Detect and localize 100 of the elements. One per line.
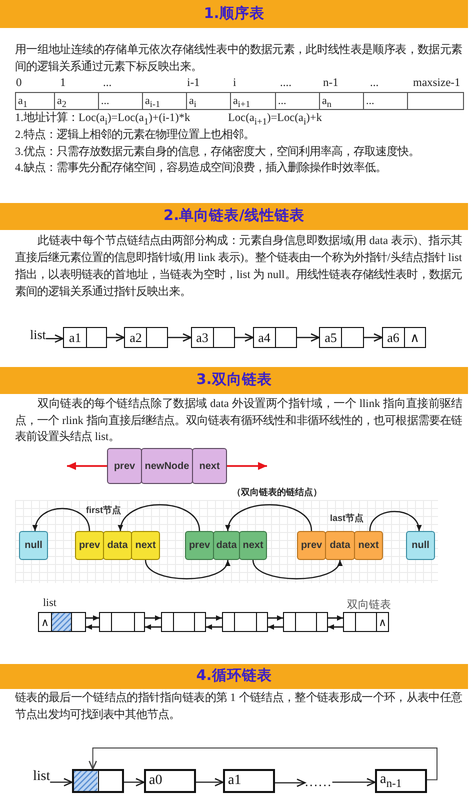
arrow [364, 333, 383, 342]
node-text: ∧ [410, 330, 420, 346]
node-text: a$_{n-1}$ [380, 772, 402, 790]
node-text: ∧ [40, 616, 49, 628]
arrow [297, 333, 320, 342]
table-cell: a$_{i-1}$ [142, 92, 187, 110]
arrow [275, 778, 306, 788]
caption: （双向链表的链结点） [232, 487, 322, 499]
index-label: n-1 [323, 76, 338, 90]
node-caption: last节点 [330, 513, 364, 524]
index-label: i [233, 76, 236, 90]
arrow [206, 615, 222, 621]
curved-arrow [118, 504, 200, 532]
arrow [50, 778, 73, 786]
arrow [227, 462, 267, 470]
arrow [145, 615, 161, 621]
field-box: next [354, 531, 383, 560]
arrow [168, 333, 192, 342]
list-node [382, 327, 426, 348]
table-cell: a$_{n}$ [319, 92, 364, 110]
list-node [72, 769, 124, 793]
node-text: a4 [258, 330, 270, 346]
note-line: 1.地址计算：Loc(a$_{i}$)=Loc(a$_{1}$)+(i-1)*k [15, 111, 190, 128]
arrow [328, 615, 343, 621]
field-box: prev [297, 531, 326, 560]
index-label: 1 [60, 76, 66, 90]
field-box: next [192, 448, 227, 484]
table-cell: a$_{2}$ [54, 92, 99, 110]
table-cell: ... [275, 92, 320, 110]
paragraph: 链表的最后一个链结点的指针指向链表的第 1 个链结点，整个链表形成一个环，从表中任意节点出发均可找到表中其他节点。 [15, 690, 462, 723]
loop-arrow [88, 748, 438, 780]
node-text: a1 [69, 330, 82, 346]
field-box: prev [185, 531, 214, 560]
arrow [86, 615, 99, 621]
arrow [235, 333, 254, 342]
field-box: newNode [141, 448, 193, 484]
arrow [46, 334, 64, 343]
list-node [191, 327, 235, 348]
node-text: a1 [228, 773, 242, 789]
paragraph: 用一组地址连续的存储单元依次存储线性表中的数据元素，此时线性表是顺序表，数据元素间的逻辑关系通过元素下标反映出来。 [15, 42, 462, 75]
arrow [268, 624, 283, 630]
node-text: a0 [149, 773, 162, 789]
list-node [375, 769, 427, 793]
curved-arrow [33, 508, 90, 532]
table-cell: a$_{1}$ [15, 92, 55, 110]
note-line: 4.缺点：需事先分配存储空间，容易造成空间浪费，插入删除操作时效率低。 [15, 161, 386, 176]
section-header: 1.顺序表 [0, 0, 468, 28]
list-node [343, 612, 389, 632]
list-node [144, 769, 196, 793]
paragraph: 此链表中每个节点链结点由两部分构成：元素自身信息即数据域(用 data 表示)、指示其直接后继元素位置的信息即指针域(用 link 表示)。整个链表由一个称为外指针/头结点指针 list 指出，以表明链表的首地址，当链表为空时，list 为 null。用线性链表存储线性表时，数据元素间的逻辑关系通过指针反映出来。 [15, 233, 462, 300]
section-header: 3.双向链表 [0, 367, 468, 394]
null-box: null [406, 531, 435, 560]
formula: Loc(a$_{i+1}$)=Loc(a$_{i}$)+k [228, 111, 322, 128]
node-text: ∧ [378, 616, 387, 628]
index-label: maxsize-1 [413, 76, 460, 90]
field-box: data [213, 531, 240, 560]
list-node [223, 769, 275, 793]
pointer-label: list [33, 768, 50, 786]
arrow [67, 462, 107, 470]
arrow [124, 778, 145, 786]
field-box: prev [75, 531, 104, 560]
node-text: a3 [196, 330, 208, 346]
arrow [332, 778, 376, 786]
curved-arrow [144, 560, 229, 580]
field-box: prev [107, 448, 142, 484]
node-text: a6 [387, 330, 400, 346]
section-header: 4.循环链表 [0, 664, 468, 689]
arrow [86, 624, 99, 630]
index-label: i-1 [187, 76, 200, 90]
arrow [107, 333, 125, 342]
table-cell: a$_{i+1}$ [230, 92, 276, 110]
node-text: a2 [130, 330, 142, 346]
paragraph: 双向链表的每个链结点除了数据域 data 外设置两个指针域，一个 llink 指向直接前驱结点，一个 rlink 指向直接后继结点。双向链表有循环线性和非循环线性的，也可根据需要在链表前设置头结点 list。 [15, 396, 462, 446]
arrow [328, 624, 343, 630]
pointer-label: list [30, 327, 46, 343]
table-cell: ... [363, 92, 408, 110]
node-text: a5 [324, 330, 337, 346]
list-node [124, 327, 168, 348]
index-label: ... [103, 76, 112, 90]
list-node [319, 327, 364, 348]
curved-arrow [226, 504, 312, 532]
section-header: 2.单向链表/线性链表 [0, 203, 468, 230]
ellipsis-text: ...... [305, 774, 332, 790]
pointer-label: list [43, 597, 56, 610]
list-node [161, 612, 206, 632]
table-cell: ... [98, 92, 143, 110]
arrow [268, 615, 283, 621]
list-node [253, 327, 297, 348]
field-box: next [131, 531, 160, 560]
chain-caption: 双向链表 [347, 599, 391, 612]
list-node [222, 612, 268, 632]
note-line: 3.优点：只需存放数据元素自身的信息，存储密度大，空间利用率高，存取速度快。 [15, 145, 420, 160]
arrow [196, 778, 224, 786]
arrow [145, 624, 161, 630]
list-node [283, 612, 328, 632]
curved-arrow [369, 510, 421, 532]
list-node [63, 327, 107, 348]
field-box: data [325, 531, 355, 560]
index-label: ... [370, 76, 379, 90]
index-label: 0 [16, 76, 22, 90]
